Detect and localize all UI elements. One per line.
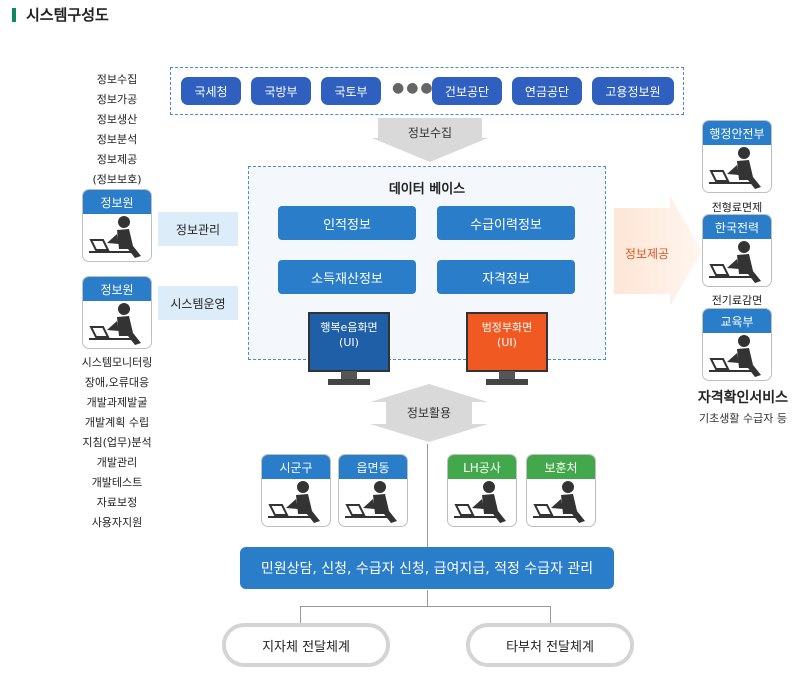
card-title: 시군구 — [262, 455, 330, 479]
db-item: 자격정보 — [437, 260, 575, 294]
connector-line — [300, 606, 301, 623]
role-item: 개발테스트 — [91, 476, 143, 489]
user-at-computer-icon — [533, 481, 585, 523]
role-item: 시스템모니터링 — [81, 356, 153, 369]
monitor-happy-e-eum: 행복e음화면 (UI) — [308, 312, 390, 386]
user-at-computer-icon — [454, 481, 506, 523]
user-at-computer-icon — [345, 481, 397, 523]
page-title: 시스템구성도 — [26, 6, 109, 24]
card-title: 한국전력 — [703, 215, 771, 239]
connector-line — [427, 444, 428, 547]
local-office-card: 읍면동 — [338, 454, 408, 527]
db-item: 소득재산정보 — [278, 260, 416, 294]
agency-user-card: 행정안전부 — [702, 120, 772, 193]
system-operation-label: 시스템운영 — [158, 286, 238, 320]
provide-label: 정보제공 — [624, 247, 670, 261]
user-at-computer-icon — [89, 216, 141, 258]
monitor-label: 범정부화면 — [481, 321, 533, 334]
agency-pill: 국방부 — [251, 77, 311, 105]
card-title: 교육부 — [703, 309, 771, 333]
local-gov-channel: 지자체 전달체계 — [222, 623, 390, 667]
service-title: 자격확인서비스 — [697, 390, 789, 406]
monitor-icon — [466, 312, 548, 385]
monitor-label-ui: (UI) — [339, 336, 359, 349]
staff-card: 정보원 — [82, 276, 152, 349]
monitor-icon — [308, 312, 390, 385]
connector-line — [550, 606, 551, 623]
user-at-computer-icon — [709, 147, 761, 189]
benefit-caption: 전형료면제 — [711, 201, 763, 214]
agency-user-card: 교육부 — [702, 308, 772, 381]
role-item: 정보수집 — [96, 73, 138, 86]
user-at-computer-icon — [89, 303, 141, 345]
agency-pill: 국토부 — [321, 77, 381, 105]
role-item: 정보분석 — [96, 133, 138, 146]
db-item: 인적정보 — [278, 206, 416, 240]
card-title: 보훈처 — [527, 455, 595, 479]
info-roles-list: 정보수집 정보가공 정보생산 정보분석 정보제공 (정보보호) — [70, 70, 164, 190]
agency-pill: 국세청 — [181, 77, 241, 105]
title-marker — [12, 8, 16, 22]
role-item: 개발관리 — [96, 456, 138, 469]
monitor-pan-government: 범정부화면 (UI) — [466, 312, 548, 386]
staff-card: 정보원 — [82, 189, 152, 262]
role-item: 정보제공 — [96, 153, 138, 166]
connector-line — [427, 590, 428, 606]
user-at-computer-icon — [268, 481, 320, 523]
other-ministry-channel: 타부처 전달체계 — [466, 623, 634, 667]
db-item: 수급이력정보 — [437, 206, 575, 240]
database-title: 데이터 베이스 — [388, 182, 466, 197]
service-operations-bar: 민원상담, 신청, 수급자 신청, 급여지급, 적정 수급자 관리 — [240, 547, 614, 589]
agency-pill: 연금공단 — [512, 77, 582, 105]
role-item: 지침(업무)분석 — [82, 436, 152, 449]
benefit-caption: 전기료감면 — [711, 294, 763, 307]
more-agencies-ellipsis: ●●● — [392, 80, 435, 96]
local-office-card: 시군구 — [261, 454, 331, 527]
monitor-label: 행복e음화면 — [320, 321, 378, 334]
info-management-label: 정보관리 — [158, 212, 238, 246]
agency-group — [170, 67, 684, 115]
service-subtitle: 기초생활 수급자 등 — [699, 412, 787, 425]
monitor-label-ui: (UI) — [497, 336, 517, 349]
agency-user-card: 한국전력 — [702, 214, 772, 287]
partner-agency-card: LH공사 — [447, 454, 517, 527]
partner-agency-card: 보훈처 — [526, 454, 596, 527]
agency-pill: 건보공단 — [432, 77, 502, 105]
role-item: 개발계획 수립 — [84, 416, 150, 429]
role-item: 정보생산 — [96, 113, 138, 126]
card-title: 정보원 — [83, 190, 151, 214]
role-item: (정보보호) — [92, 173, 142, 186]
use-arrow — [370, 384, 488, 442]
use-label: 정보활용 — [406, 406, 452, 420]
user-at-computer-icon — [709, 335, 761, 377]
role-item: 자료보정 — [96, 496, 138, 509]
card-title: 정보원 — [83, 277, 151, 301]
user-at-computer-icon — [709, 241, 761, 283]
agency-pill: 고용정보원 — [592, 77, 674, 105]
operation-roles-list: 시스템모니터링 장애,오류대응 개발과제발굴 개발계획 수립 지침(업무)분석 … — [70, 353, 164, 533]
collect-label: 정보수집 — [407, 126, 453, 140]
card-title: 읍면동 — [339, 455, 407, 479]
role-item: 사용자지원 — [91, 516, 143, 529]
role-item: 정보가공 — [96, 93, 138, 106]
provide-arrow — [614, 196, 702, 306]
collect-arrow — [372, 118, 488, 162]
connector-line — [300, 606, 550, 607]
card-title: 행정안전부 — [703, 121, 771, 145]
role-item: 개발과제발굴 — [86, 396, 148, 409]
role-item: 장애,오류대응 — [84, 376, 150, 389]
card-title: LH공사 — [448, 455, 516, 479]
